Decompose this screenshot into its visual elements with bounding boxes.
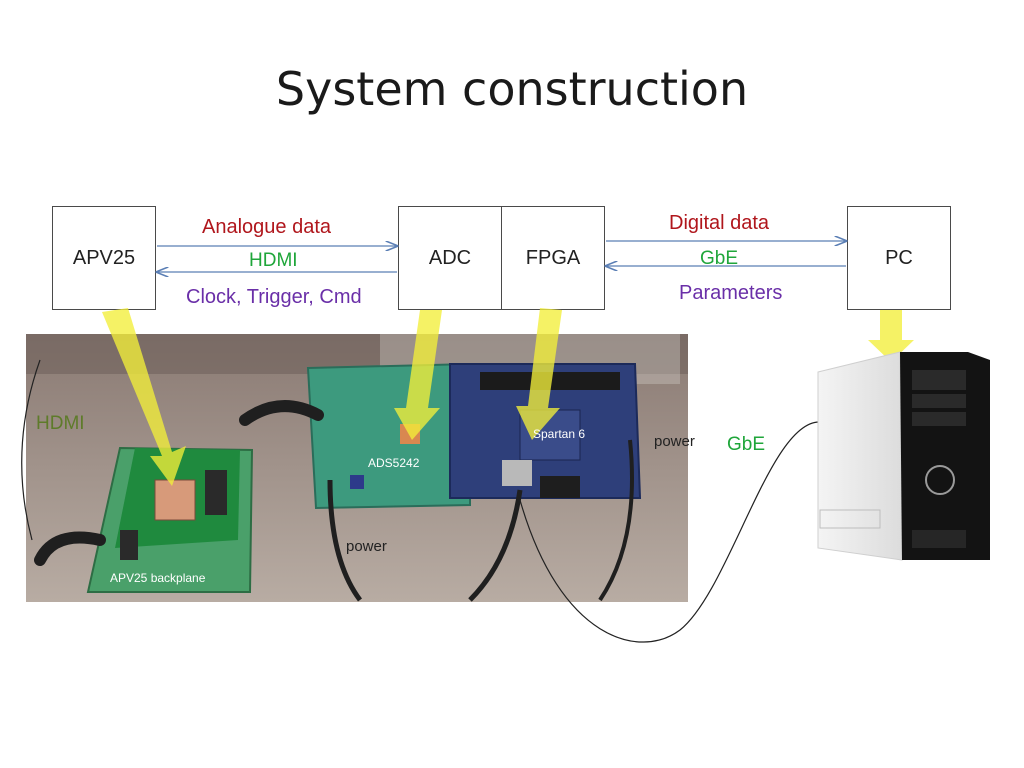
power-board-label: power xyxy=(654,433,695,450)
hardware-photo xyxy=(26,334,688,602)
apv25-backplane-label: APV25 backplane xyxy=(110,571,206,585)
pc-label: PC xyxy=(885,246,913,269)
apv25-label: APV25 xyxy=(72,246,136,269)
analogue-data-label: Analogue data xyxy=(202,216,332,238)
gbe-link-label: GbE xyxy=(700,248,739,269)
highlight-arrows xyxy=(102,308,914,486)
pc-block: PC xyxy=(847,206,951,310)
ads5242-label: ADS5242 xyxy=(368,456,420,470)
adc-label: ADC xyxy=(428,246,472,269)
fpga-highlight-arrow xyxy=(516,308,562,440)
digital-data-label: Digital data xyxy=(669,212,770,234)
adc-highlight-arrow xyxy=(394,310,442,440)
hdmi-link-label: HDMI xyxy=(249,250,298,271)
clock-trigger-cmd-label: Clock, Trigger, Cmd xyxy=(186,286,362,308)
pc-tower-image xyxy=(817,351,990,561)
photo-gbe-label: GbE xyxy=(727,434,766,455)
apv25-block: APV25 xyxy=(52,206,156,310)
gbe-cable xyxy=(519,421,821,643)
photo-hdmi-label: HDMI xyxy=(36,413,85,434)
apv25-highlight-arrow xyxy=(102,308,186,486)
fpga-block: FPGA xyxy=(501,206,605,310)
page-title: System construction xyxy=(275,62,749,116)
pc-highlight-arrow xyxy=(868,310,914,362)
fpga-label: FPGA xyxy=(525,246,581,269)
power-adc-label: power xyxy=(346,538,387,555)
parameters-label: Parameters xyxy=(679,282,783,304)
hdmi-loop-cable xyxy=(21,359,41,541)
spartan6-label: Spartan 6 xyxy=(533,427,586,441)
